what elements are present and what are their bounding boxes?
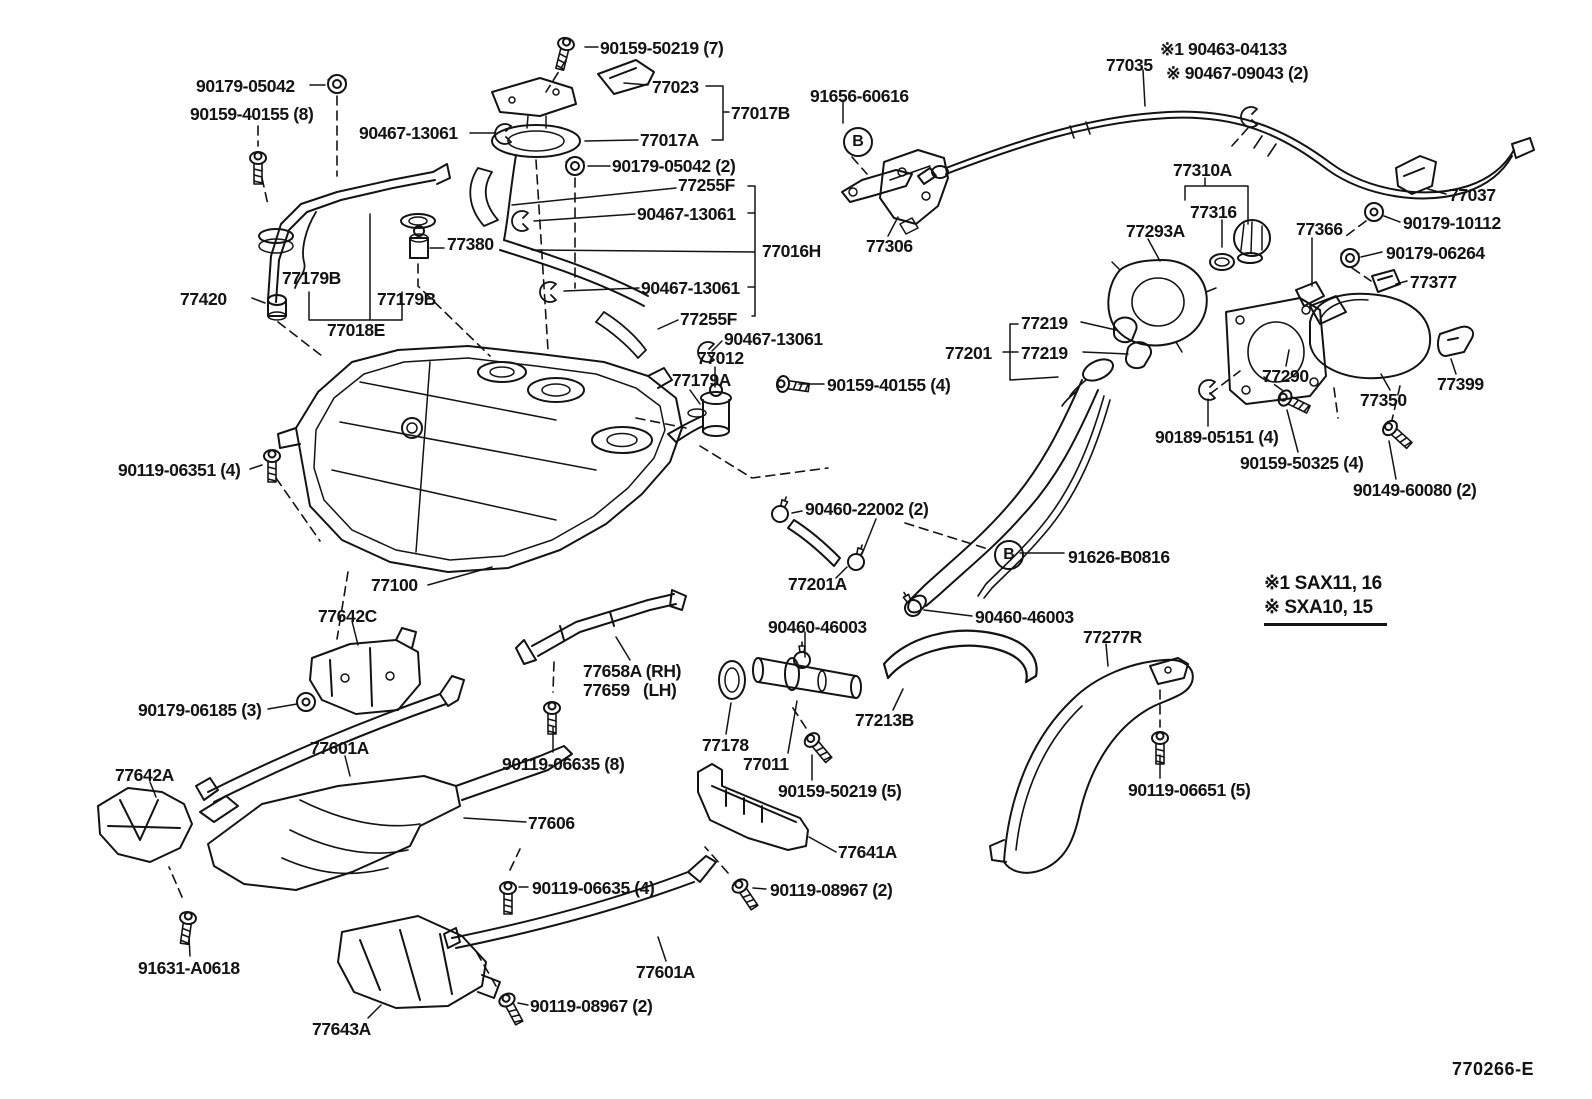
part-number-callout: 77350 <box>1360 390 1407 410</box>
part-number-callout: 90460-46003 <box>975 607 1074 627</box>
small-bracket-drawings <box>1295 155 1474 357</box>
fuel-pipe-and-hose-drawing <box>469 167 732 443</box>
part-number-callout: 77601A <box>636 962 695 982</box>
part-number-callout: 77011 <box>743 754 789 774</box>
fuel-inlet-hose-drawings <box>718 519 1038 700</box>
part-number-callout: 77306 <box>866 236 913 256</box>
part-number-callout: 90119-06635 (8) <box>502 754 625 774</box>
part-number-callout: 77012 <box>697 348 744 368</box>
tank-protector-drawings <box>97 589 1194 1009</box>
part-number-callout: 90159-40155 (8) <box>190 104 314 124</box>
part-number-callout: 77643A <box>312 1019 371 1039</box>
part-number-callout: 90179-05042 (2) <box>612 156 736 176</box>
part-number-callout: ※1 90463-04133 <box>1160 39 1287 59</box>
part-number-callout: 77642A <box>115 765 174 785</box>
breather-pipe-assembly-drawing <box>258 163 451 321</box>
part-number-callout: 91656-60616 <box>810 86 909 106</box>
part-number-callout: 77316 <box>1190 202 1237 222</box>
part-number-callout: 77658A (RH) <box>583 661 682 681</box>
part-number-callout: 90119-06651 (5) <box>1128 780 1251 800</box>
part-number-callout: 90467-13061 <box>641 278 740 298</box>
part-number-callout: 90179-05042 <box>196 76 295 96</box>
fuel-lid-drawing <box>1309 292 1432 380</box>
lid-release-cable-drawing <box>917 110 1535 200</box>
model-applicability-legend: ※1 SAX11, 16 ※ SXA10, 15 <box>1264 572 1387 626</box>
fastener-drawings <box>175 35 1416 1028</box>
part-number-callout: 77037 <box>1449 185 1496 205</box>
part-number-callout: 90467-13061 <box>637 204 736 224</box>
part-number-callout: 77179B <box>377 289 436 309</box>
filler-pipe-shield-plate-drawing <box>1225 297 1327 405</box>
part-number-callout: 77100 <box>371 575 418 595</box>
part-number-callout: 77178 <box>702 735 749 755</box>
part-number-callout: 91626-B0816 <box>1068 547 1170 567</box>
part-number-callout: 90179-10112 <box>1403 213 1501 233</box>
part-number-callout: 90159-40155 (4) <box>827 375 951 395</box>
part-number-callout: 90159-50219 (5) <box>778 781 902 801</box>
fuel-suction-plate-drawing <box>491 59 655 241</box>
part-number-callout: 77659 (LH) <box>583 680 677 700</box>
part-number-callout: 77016H <box>762 241 821 261</box>
part-number-callout: 90119-06351 (4) <box>118 460 241 480</box>
part-number-callout: 90159-50325 (4) <box>1240 453 1364 473</box>
dashed-assembly-lines <box>168 59 1401 987</box>
filler-pipe-drawing <box>907 316 1153 614</box>
part-number-callout: 90467-13061 <box>724 329 823 349</box>
part-number-callout: 77380 <box>447 234 494 254</box>
part-number-callout: 77377 <box>1410 272 1457 292</box>
part-number-callout: 77642C <box>318 606 377 626</box>
lock-control-lever-drawing <box>841 149 949 235</box>
part-number-callout: 77277R <box>1083 627 1142 647</box>
part-number-callout: 77017A <box>640 130 699 150</box>
part-number-callout: 77255F <box>678 175 735 195</box>
part-number-callout: 77017B <box>731 103 790 123</box>
leader-lines <box>149 46 1457 1019</box>
part-number-callout: 77201 <box>945 343 992 363</box>
part-number-callout: 91631-A0618 <box>138 958 240 978</box>
part-number-callout: 90467-13061 <box>359 123 458 143</box>
circled-letter-marker: B <box>994 540 1024 570</box>
part-number-callout: 77310A <box>1173 160 1232 180</box>
part-number-callout: 77179B <box>282 268 341 288</box>
part-number-callout: 90460-46003 <box>768 617 867 637</box>
part-number-callout: 77366 <box>1296 219 1343 239</box>
fuel-filler-cap-drawing <box>1107 219 1271 353</box>
part-number-callout: 77219 <box>1021 313 1068 333</box>
legend-row-sxa: ※ SXA10, 15 <box>1264 596 1387 626</box>
part-number-callout: 90119-06635 (4) <box>532 878 655 898</box>
part-number-callout: 77606 <box>528 813 575 833</box>
part-number-callout: 77179A <box>672 370 731 390</box>
part-number-callout: 77641A <box>838 842 897 862</box>
part-number-callout: 77219 <box>1021 343 1068 363</box>
part-number-callout: 90119-08967 (2) <box>530 996 653 1016</box>
part-number-callout: 90189-05151 (4) <box>1155 427 1279 447</box>
part-number-callout: 90119-08967 (2) <box>770 880 893 900</box>
circled-letter-marker: B <box>843 127 873 157</box>
part-number-callout: 77601A <box>310 738 369 758</box>
part-number-callout: 77420 <box>180 289 227 309</box>
part-number-callout: 77023 <box>652 77 699 97</box>
part-number-callout: 77290 <box>1262 366 1309 386</box>
part-number-callout: 77035 <box>1106 55 1153 75</box>
part-number-callout: 77018E <box>327 320 385 340</box>
part-number-callout: 77213B <box>855 710 914 730</box>
part-number-callout: 90179-06264 <box>1386 243 1485 263</box>
part-number-callout: 77399 <box>1437 374 1484 394</box>
diagram-code: 770266-E <box>1452 1059 1535 1079</box>
part-number-callout: 90159-50219 (7) <box>600 38 724 58</box>
part-number-callout: 90149-60080 (2) <box>1353 480 1477 500</box>
part-number-callout: 77293A <box>1126 221 1185 241</box>
part-number-callout: ※ 90467-09043 (2) <box>1166 63 1309 83</box>
part-number-callout: 77255F <box>680 309 737 329</box>
part-number-callout: 77201A <box>788 574 847 594</box>
part-number-callout: 90179-06185 (3) <box>138 700 262 720</box>
part-number-callout: 90460-22002 (2) <box>805 499 929 519</box>
legend-row-sax: ※1 SAX11, 16 <box>1264 573 1382 594</box>
fuel-tank-drawing <box>277 345 683 573</box>
